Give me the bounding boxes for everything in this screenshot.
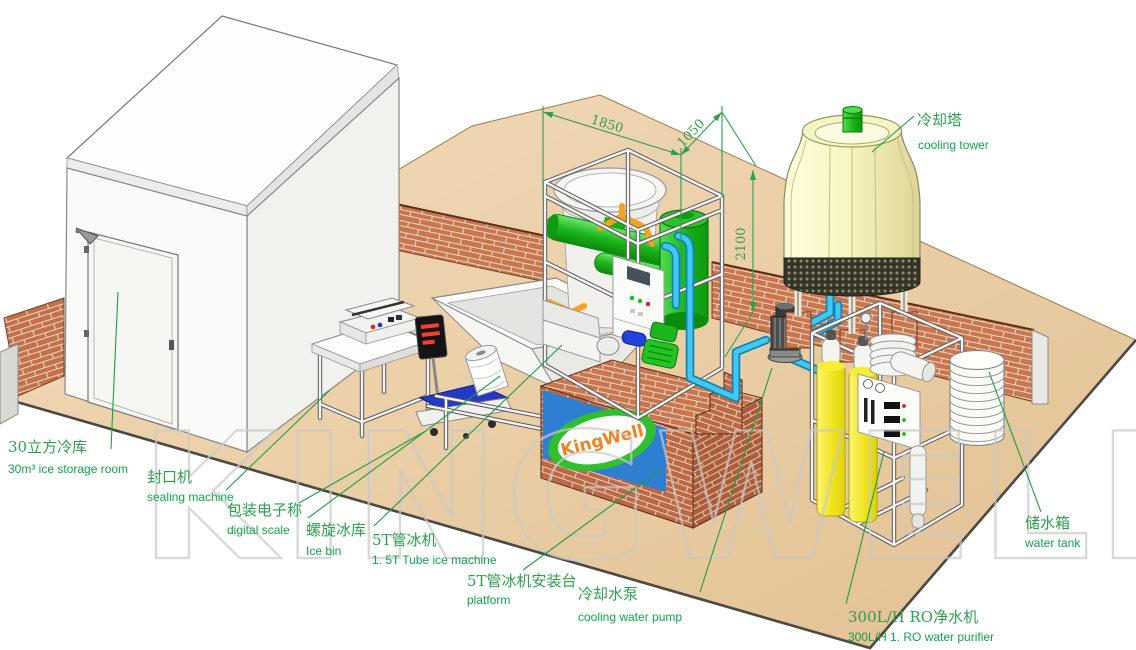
label-tube-ice-machine: 5T管冰机 1. 5T Tube ice machine bbox=[372, 531, 497, 567]
hinge-icon bbox=[84, 246, 89, 253]
water-tank bbox=[949, 349, 1005, 447]
label-pump-en: cooling water pump bbox=[578, 610, 682, 624]
label-platform-zh: 5T管冰机安装台 bbox=[467, 572, 577, 590]
kingwell-watermark: KINGWELL bbox=[140, 397, 1136, 600]
leader-cooling-tower bbox=[871, 115, 915, 153]
label-water-tank: 储水箱 water tank bbox=[1024, 514, 1081, 550]
label-tube-ice-en: 1. 5T Tube ice machine bbox=[372, 553, 497, 567]
platform-steps bbox=[695, 371, 743, 435]
door-handle-icon bbox=[169, 340, 174, 350]
hinge-icon bbox=[84, 330, 89, 337]
leader-water-tank bbox=[988, 371, 1042, 513]
leader-cooling-pump bbox=[699, 367, 773, 593]
wall-end-cap-right bbox=[1031, 329, 1049, 405]
gauge-icon bbox=[863, 379, 873, 389]
cooling-tower bbox=[783, 106, 921, 363]
ro-water-purifier bbox=[812, 303, 962, 545]
label-sealing-en: sealing machine bbox=[147, 490, 234, 504]
indicator-led-icon bbox=[637, 298, 643, 304]
label-ice-storage-en: 30m³ ice storage room bbox=[8, 462, 128, 476]
brick-pedestal bbox=[785, 311, 812, 349]
cabinet-screen bbox=[627, 266, 650, 286]
label-tube-ice-zh: 5T管冰机 bbox=[372, 531, 437, 549]
indicator-led-icon bbox=[629, 295, 635, 301]
pressure-gauge-icon bbox=[860, 312, 872, 324]
label-ice-bin-en: Ice bin bbox=[306, 544, 341, 558]
label-scale-zh: 包装电子称 bbox=[227, 501, 302, 519]
sealing-machine bbox=[338, 297, 422, 345]
cold-room-door bbox=[75, 227, 179, 431]
label-ro-en: 300L/H 1. RO water purifier bbox=[848, 630, 994, 644]
water-tray bbox=[542, 299, 601, 363]
label-ro-zh: 300L/H RO净水机 bbox=[848, 608, 978, 626]
leader-lines bbox=[110, 115, 1042, 605]
tower-fan-motor bbox=[842, 106, 863, 133]
bag-roll bbox=[464, 344, 510, 397]
leader-ice-bin bbox=[307, 375, 501, 519]
caster-wheel-icon bbox=[463, 433, 469, 439]
white-pump bbox=[596, 336, 620, 356]
scale-pole bbox=[431, 357, 440, 399]
back-wall-left bbox=[0, 297, 65, 425]
leader-tube-ice-machine bbox=[373, 344, 563, 527]
wall-end-cap bbox=[0, 343, 19, 425]
label-tank-zh: 储水箱 bbox=[1025, 514, 1070, 532]
compressor-pumps bbox=[596, 321, 679, 369]
leader-platform bbox=[522, 469, 661, 571]
label-sealing-machine: 封口机 sealing machine bbox=[147, 468, 234, 504]
label-tank-en: water tank bbox=[1024, 536, 1081, 550]
leader-ice-storage bbox=[110, 291, 119, 450]
caster-wheel-icon bbox=[488, 420, 496, 428]
label-sealing-zh: 封口机 bbox=[147, 468, 192, 486]
label-tower-en: cooling tower bbox=[918, 138, 989, 152]
dim-height: 2100 bbox=[734, 227, 749, 260]
caster-wheel-icon bbox=[430, 428, 438, 436]
leader-sealing-machine bbox=[225, 389, 331, 491]
tower-mesh-band bbox=[783, 257, 921, 297]
label-ice-bin: 螺旋冰库 Ice bin bbox=[306, 521, 366, 558]
floor-front-edge bbox=[9, 339, 1136, 650]
label-scale-en: digital scale bbox=[227, 523, 290, 537]
leader-digital-scale bbox=[298, 431, 425, 504]
label-cooling-water-pump: 冷却水泵 cooling water pump bbox=[578, 585, 682, 624]
label-cooling-tower: 冷却塔 cooling tower bbox=[917, 111, 989, 152]
green-compressor bbox=[641, 321, 679, 369]
scale-display bbox=[414, 314, 448, 360]
gauge-icon bbox=[875, 383, 885, 393]
green-water-tank bbox=[659, 209, 709, 330]
ro-control-panel bbox=[857, 373, 921, 451]
tube-ice-machine bbox=[542, 150, 845, 418]
leader-ro-purifier bbox=[845, 451, 885, 605]
cooling-pipes-cyan bbox=[660, 231, 845, 407]
machine-platform: KingWell bbox=[539, 359, 764, 529]
door-latch-icon bbox=[75, 227, 99, 245]
indicator-led-icon bbox=[645, 301, 651, 307]
label-platform: 5T管冰机安装台 platform bbox=[467, 572, 577, 607]
label-ice-bin-zh: 螺旋冰库 bbox=[306, 521, 366, 539]
red-button-icon bbox=[370, 324, 376, 330]
labels: 30立方冷库 30m³ ice storage room 封口机 sealing… bbox=[8, 111, 1081, 644]
label-pump-zh: 冷却水泵 bbox=[578, 585, 638, 603]
horizontal-vessel bbox=[890, 351, 937, 383]
label-ro-water-purifier: 300L/H RO净水机 300L/H 1. RO water purifier bbox=[848, 608, 994, 644]
kingwell-logo: KingWell bbox=[548, 408, 656, 472]
label-platform-en: platform bbox=[467, 593, 510, 607]
label-ice-storage-room: 30立方冷库 30m³ ice storage room bbox=[8, 438, 128, 476]
label-tower-zh: 冷却塔 bbox=[917, 111, 962, 129]
label-ice-storage-zh: 30立方冷库 bbox=[8, 438, 87, 456]
blue-button-icon bbox=[377, 322, 383, 328]
label-digital-scale: 包装电子称 digital scale bbox=[227, 501, 302, 537]
